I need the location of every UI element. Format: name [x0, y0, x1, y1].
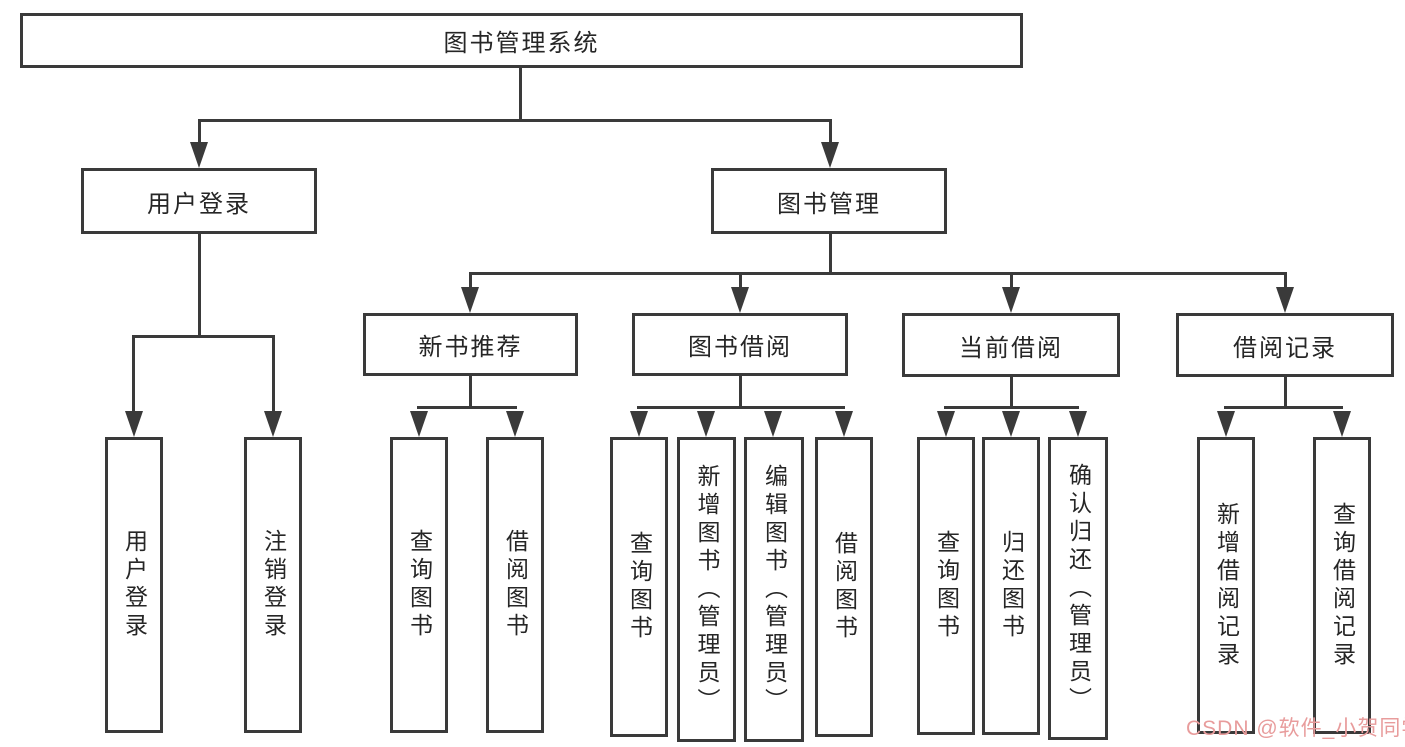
leaf-borrow-borrow-books: 借阅图书 [815, 437, 873, 737]
connector-current-stem [1010, 375, 1013, 409]
leaf-confirm-return-admin: 确认归还（管理员） [1048, 437, 1108, 740]
leaf-query-borrow-record: 查询借阅记录 [1313, 437, 1371, 734]
arrow-to-leaf-logout [264, 411, 282, 437]
arrow-to-recommend-borrow [506, 411, 524, 437]
arrow-to-borrow-books [835, 411, 853, 437]
connector-userlogin-arm-right [272, 335, 275, 413]
connector-userlogin-bar [132, 335, 275, 338]
leaf-add-borrow-record: 新增借阅记录 [1197, 437, 1255, 734]
connector-l3-bar [469, 272, 1287, 275]
connector-root-stem [519, 66, 522, 122]
csdn-watermark: CSDN @软件_小贺同学 [1186, 717, 1405, 740]
arrow-to-current-borrow [1002, 287, 1020, 313]
node-borrow-records: 借阅记录 [1176, 313, 1394, 377]
leaf-recommend-borrow-books: 借阅图书 [486, 437, 544, 733]
arrow-to-new-book-recommend [461, 287, 479, 313]
connector-userlogin-stem [198, 232, 201, 338]
arrow-to-current-query [937, 411, 955, 437]
node-book-management: 图书管理 [711, 168, 947, 234]
connector-current-bar [944, 406, 1079, 409]
connector-borrow-bar [637, 406, 845, 409]
connector-l2-arm-left [198, 119, 201, 145]
arrow-to-book-management [821, 142, 839, 168]
arrow-to-borrow-records [1276, 287, 1294, 313]
leaf-borrow-query-books: 查询图书 [610, 437, 668, 737]
node-current-borrow: 当前借阅 [902, 313, 1120, 377]
arrow-to-return-books [1002, 411, 1020, 437]
connector-recommend-stem [469, 374, 472, 409]
leaf-logout: 注销登录 [244, 437, 302, 733]
connector-l3-arm-4 [1284, 272, 1287, 290]
connector-records-stem [1284, 375, 1287, 409]
connector-l3-arm-2 [739, 272, 742, 290]
arrow-to-leaf-user-login [125, 411, 143, 437]
node-book-borrow: 图书借阅 [632, 313, 848, 376]
arrow-to-user-login [190, 142, 208, 168]
connector-userlogin-arm-left [132, 335, 135, 413]
arrow-to-borrow-query [630, 411, 648, 437]
arrow-to-book-borrow [731, 287, 749, 313]
node-user-login: 用户登录 [81, 168, 317, 234]
node-root: 图书管理系统 [20, 13, 1023, 68]
arrow-to-confirm-return [1069, 411, 1087, 437]
arrow-to-recommend-query [410, 411, 428, 437]
connector-recommend-bar [417, 406, 517, 409]
leaf-add-books-admin: 新增图书（管理员） [677, 437, 736, 742]
connector-l2-bar [198, 119, 832, 122]
connector-l3-arm-1 [469, 272, 472, 290]
connector-l2-arm-right [829, 119, 832, 145]
arrow-to-edit-books [764, 411, 782, 437]
leaf-user-login: 用户登录 [105, 437, 163, 733]
leaf-return-books: 归还图书 [982, 437, 1040, 735]
connector-borrow-stem [739, 374, 742, 409]
arrow-to-add-record [1217, 411, 1235, 437]
connector-l3-arm-3 [1010, 272, 1013, 290]
connector-records-bar [1224, 406, 1343, 409]
node-new-book-recommend: 新书推荐 [363, 313, 578, 376]
connector-bookmgmt-stem [829, 232, 832, 275]
arrow-to-query-record [1333, 411, 1351, 437]
leaf-current-query-books: 查询图书 [917, 437, 975, 735]
arrow-to-add-books [697, 411, 715, 437]
leaf-recommend-query-books: 查询图书 [390, 437, 448, 733]
leaf-edit-books-admin: 编辑图书（管理员） [744, 437, 804, 742]
